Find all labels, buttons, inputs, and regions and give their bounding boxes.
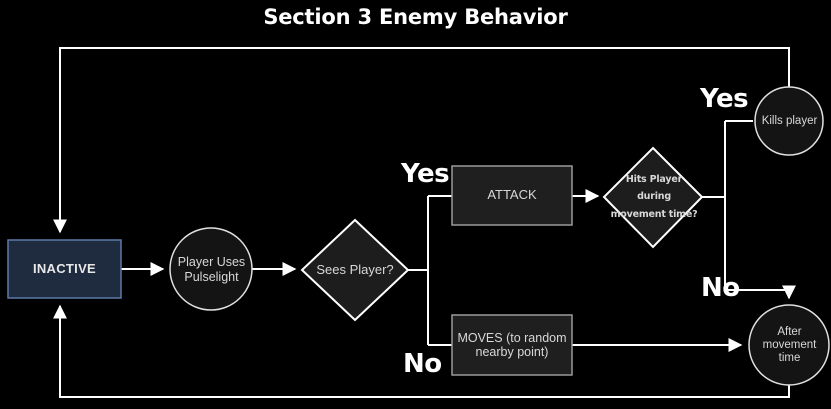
edge-kills-to-inactive <box>53 47 790 234</box>
node-moves[interactable] <box>451 314 573 376</box>
node-pulselight[interactable] <box>169 227 253 311</box>
edge-after-to-inactive <box>53 304 790 398</box>
node-after-movement[interactable] <box>748 304 830 386</box>
edge-hits-no-to-after <box>725 285 796 300</box>
edge-label-hits-no: No <box>701 273 740 303</box>
edge-label-sees-yes: Yes <box>401 159 450 189</box>
edge-label-sees-no: No <box>403 349 442 379</box>
node-inactive[interactable] <box>7 239 122 299</box>
node-hits-player[interactable] <box>602 146 704 249</box>
edge-label-hits-yes: Yes <box>700 84 749 114</box>
page-title: Section 3 Enemy Behavior <box>263 5 568 29</box>
node-attack[interactable] <box>451 165 573 226</box>
node-kills-player[interactable] <box>754 86 824 156</box>
node-sees-player[interactable] <box>300 218 410 322</box>
